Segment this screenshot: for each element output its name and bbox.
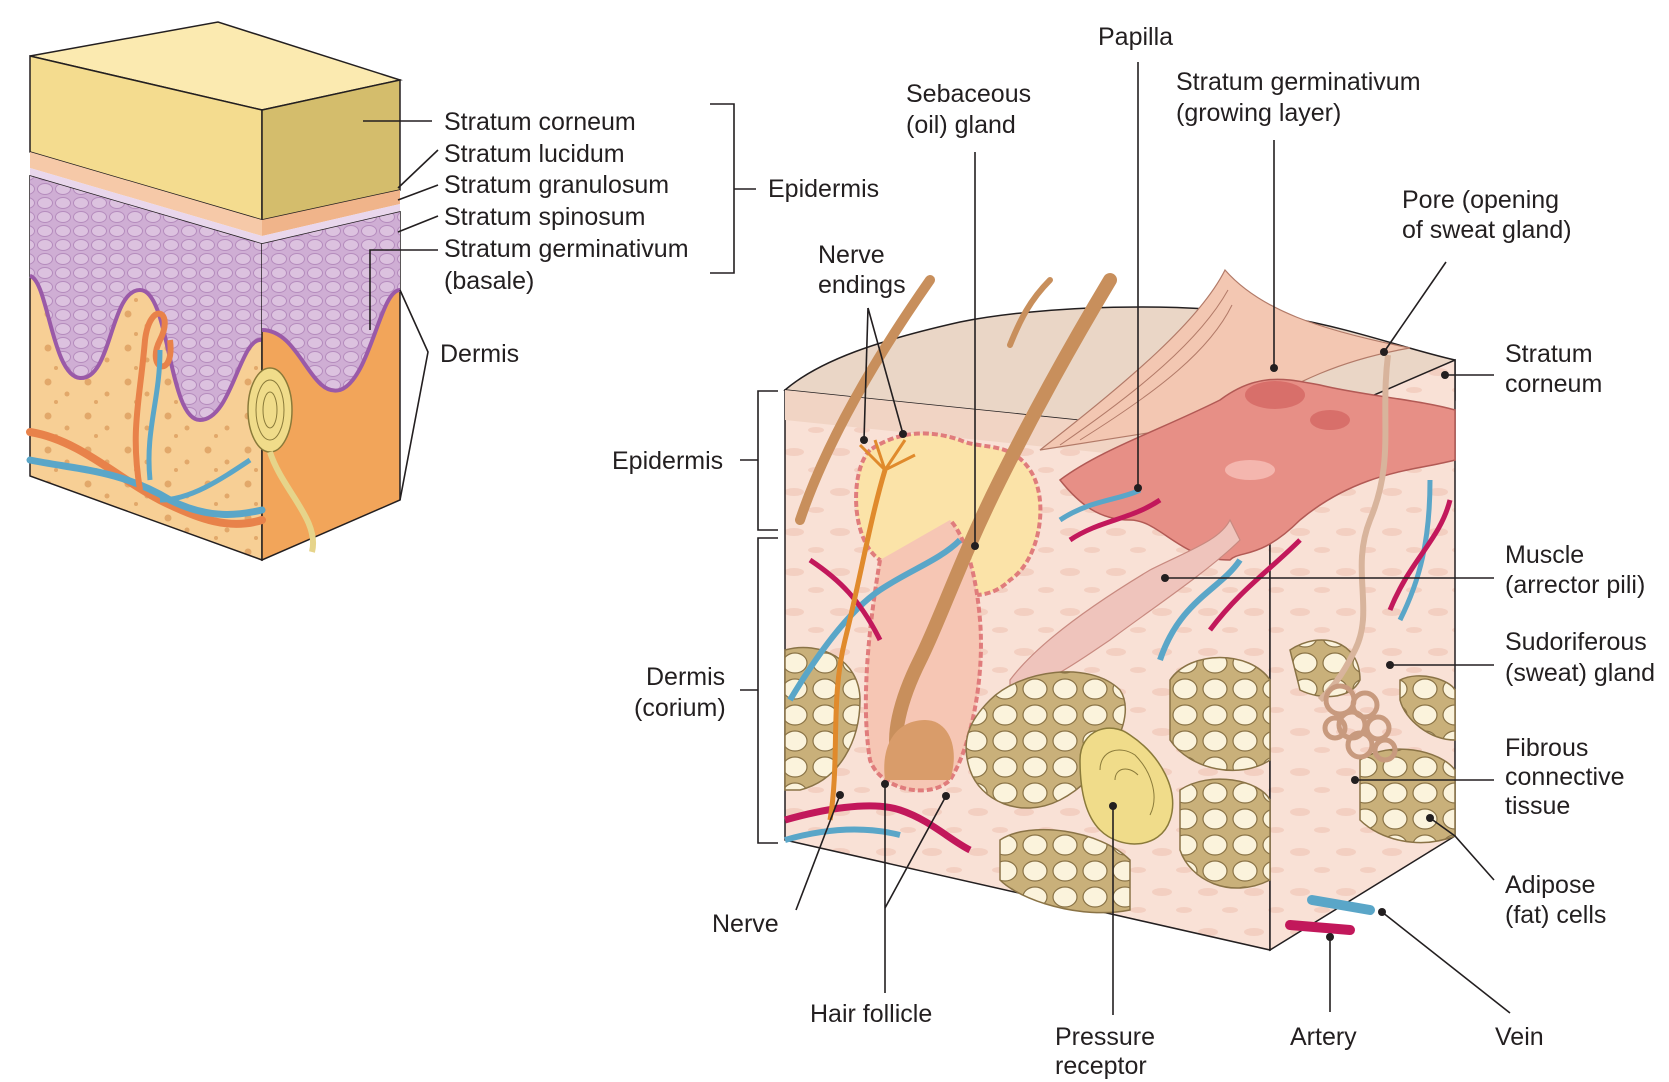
label-pore-1: Pore (opening: [1402, 186, 1559, 214]
label-sweat-1: Sudoriferous: [1505, 628, 1647, 656]
label-stratum-germinativum: Stratum germinativum: [444, 235, 689, 263]
label-pressure-1: Pressure: [1055, 1023, 1155, 1051]
label-stratum-lucidum: Stratum lucidum: [444, 140, 625, 168]
label-corneum-1: Stratum: [1505, 340, 1593, 368]
label-sweat-2: (sweat) gland: [1505, 659, 1655, 687]
left-labels: Stratum corneum Stratum lucidum Stratum …: [363, 103, 879, 501]
label-sebaceous-2: (oil) gland: [906, 111, 1016, 139]
left-skin-block: [26, 21, 403, 562]
label-sebaceous-1: Sebaceous: [906, 80, 1031, 108]
label-papilla: Papilla: [1098, 23, 1173, 51]
label-basale: (basale): [444, 267, 534, 295]
label-stratum-spinosum: Stratum spinosum: [444, 203, 645, 231]
label-stratum-corneum: Stratum corneum: [444, 108, 636, 136]
label-nerve: Nerve: [712, 910, 779, 938]
label-fibrous-2: connective: [1505, 763, 1625, 791]
label-stratum-granulosum: Stratum granulosum: [444, 171, 669, 199]
label-muscle-2: (arrector pili): [1505, 571, 1645, 599]
right-labels: Papilla Sebaceous (oil) gland Stratum ge…: [612, 23, 1655, 1080]
label-fibrous-1: Fibrous: [1505, 734, 1588, 762]
label-corneum-2: corneum: [1505, 370, 1602, 398]
label-muscle-1: Muscle: [1505, 541, 1584, 569]
label-dermis-2: (corium): [634, 694, 726, 722]
label-fibrous-3: tissue: [1505, 792, 1570, 820]
label-adipose-2: (fat) cells: [1505, 901, 1606, 929]
label-nerve-endings-1: Nerve: [818, 241, 885, 269]
label-hair-follicle: Hair follicle: [810, 1000, 932, 1028]
label-vein: Vein: [1495, 1023, 1544, 1051]
right-skin-block: [783, 268, 1456, 952]
label-epidermis-right: Epidermis: [612, 447, 723, 475]
label-germ-2: (growing layer): [1176, 99, 1341, 127]
label-germ-1: Stratum germinativum: [1176, 68, 1421, 96]
label-adipose-1: Adipose: [1505, 871, 1595, 899]
label-pressure-2: receptor: [1055, 1052, 1147, 1080]
label-dermis-left: Dermis: [440, 340, 519, 368]
label-dermis-1: Dermis: [646, 663, 725, 691]
label-artery: Artery: [1290, 1023, 1357, 1051]
label-pore-2: of sweat gland): [1402, 216, 1572, 244]
label-nerve-endings-2: endings: [818, 271, 906, 299]
label-epidermis-left: Epidermis: [768, 175, 879, 203]
